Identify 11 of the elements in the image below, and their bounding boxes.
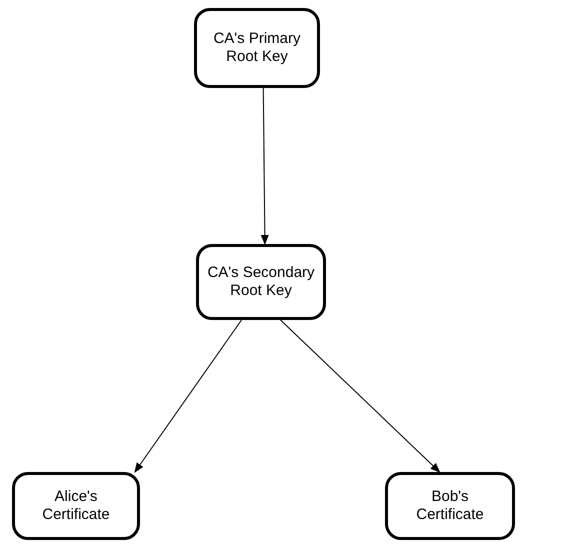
rounded-box	[12, 472, 140, 540]
node-label: CA's Secondary Root Key	[207, 264, 315, 300]
node-label: CA's Primary Root Key	[212, 30, 302, 66]
node-label: Bob's Certificate	[415, 488, 485, 524]
rounded-box	[194, 8, 320, 88]
arrow	[280, 320, 440, 473]
node-label: Alice's Certificate	[41, 488, 111, 524]
rounded-box	[196, 244, 326, 320]
arrow	[260, 88, 269, 245]
rounded-box	[385, 472, 515, 540]
arrow	[134, 320, 242, 473]
